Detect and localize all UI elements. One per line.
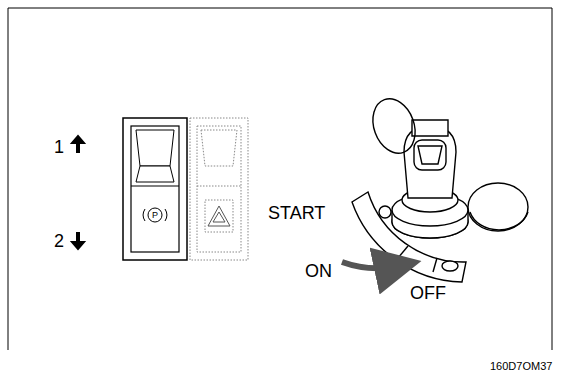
down-arrow [72, 233, 84, 249]
up-arrow [72, 136, 84, 152]
parking-symbol: P [152, 211, 158, 220]
callout-number: 2 [54, 232, 64, 250]
figure-code: 160D7OM37 [490, 361, 552, 372]
position-label: OFF [410, 284, 446, 302]
ignition-key [352, 93, 528, 282]
position-label: ON [305, 262, 332, 280]
position-label: START [268, 204, 325, 222]
rotation-arrow [342, 262, 398, 268]
parking-switch [123, 118, 187, 260]
frame [8, 8, 552, 350]
hazard-switch [190, 118, 248, 260]
callout-number: 1 [54, 138, 64, 156]
